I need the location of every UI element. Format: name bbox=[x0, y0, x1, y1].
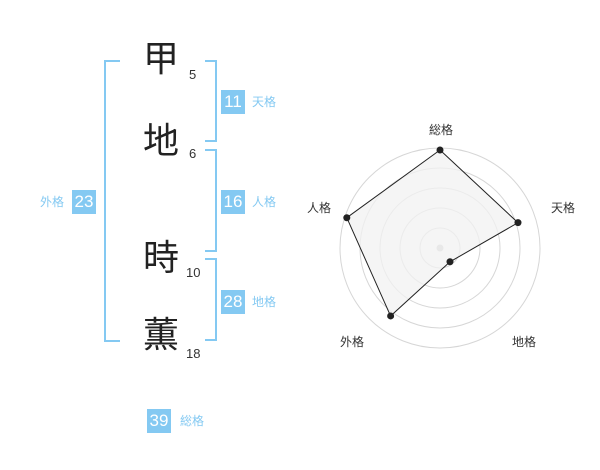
radar-axis-label-soukaku: 総格 bbox=[429, 122, 453, 137]
jinkaku-value: 16 bbox=[221, 190, 245, 214]
tenkaku-value: 11 bbox=[221, 90, 245, 114]
radar-axis-label-gaikaku: 外格 bbox=[340, 334, 364, 349]
radar-axis-label-tenkaku: 天格 bbox=[551, 200, 575, 215]
radar-axis-label-chikaku: 地格 bbox=[512, 334, 536, 349]
stroke-count-2: 6 bbox=[189, 146, 197, 161]
jinkaku-label: 人格 bbox=[252, 195, 277, 209]
radar-points bbox=[343, 146, 522, 320]
name-char-1: 甲 bbox=[143, 39, 180, 80]
name-char-3: 時 bbox=[143, 238, 180, 279]
chikaku-value: 28 bbox=[221, 290, 245, 314]
radar-point-2 bbox=[446, 258, 454, 266]
radar-data-polygon bbox=[346, 149, 519, 317]
radar-point-4 bbox=[343, 214, 351, 222]
jinkaku-bracket bbox=[205, 149, 217, 252]
tenkaku-bracket bbox=[205, 60, 217, 142]
gaikaku-label: 外格 bbox=[40, 195, 65, 209]
soukaku-label: 総格 bbox=[180, 414, 205, 428]
radar-point-1 bbox=[514, 219, 522, 227]
radar-point-3 bbox=[387, 312, 395, 320]
radar-point-0 bbox=[436, 146, 444, 154]
chikaku-bracket bbox=[205, 258, 217, 341]
name-char-4: 薫 bbox=[143, 315, 180, 356]
stroke-count-3: 10 bbox=[186, 265, 201, 280]
tenkaku-label: 天格 bbox=[252, 95, 277, 109]
stroke-count-1: 5 bbox=[189, 67, 197, 82]
gaikaku-bracket bbox=[104, 60, 120, 342]
fortune-radar-chart: 総格 天格 地格 外格 人格 bbox=[307, 122, 575, 349]
soukaku-value: 39 bbox=[147, 409, 171, 433]
gaikaku-value: 23 bbox=[72, 190, 96, 214]
name-char-2: 地 bbox=[143, 121, 180, 162]
radar-axis-label-jinkaku: 人格 bbox=[307, 200, 331, 215]
chikaku-label: 地格 bbox=[252, 295, 277, 309]
stroke-count-4: 18 bbox=[186, 346, 201, 361]
